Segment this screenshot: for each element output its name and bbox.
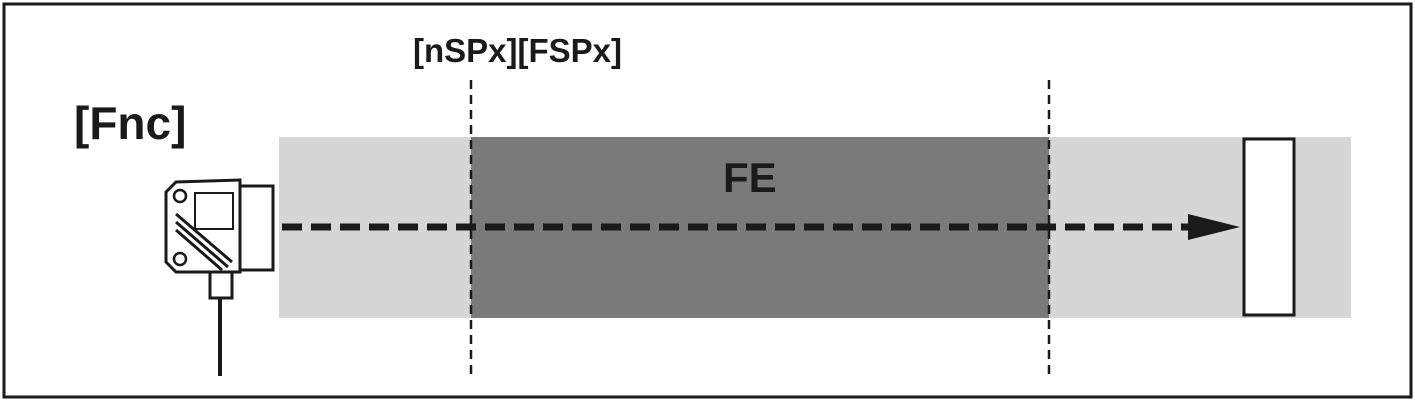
function-label: [Fnc] [74,97,186,149]
photoelectric-sensor-icon [164,178,275,376]
beam-arrowhead [1188,214,1240,240]
setpoints-label: [nSPx][FSPx] [413,32,622,69]
reflector-target-icon [1242,137,1296,317]
window-zone-label: FE [723,154,777,201]
